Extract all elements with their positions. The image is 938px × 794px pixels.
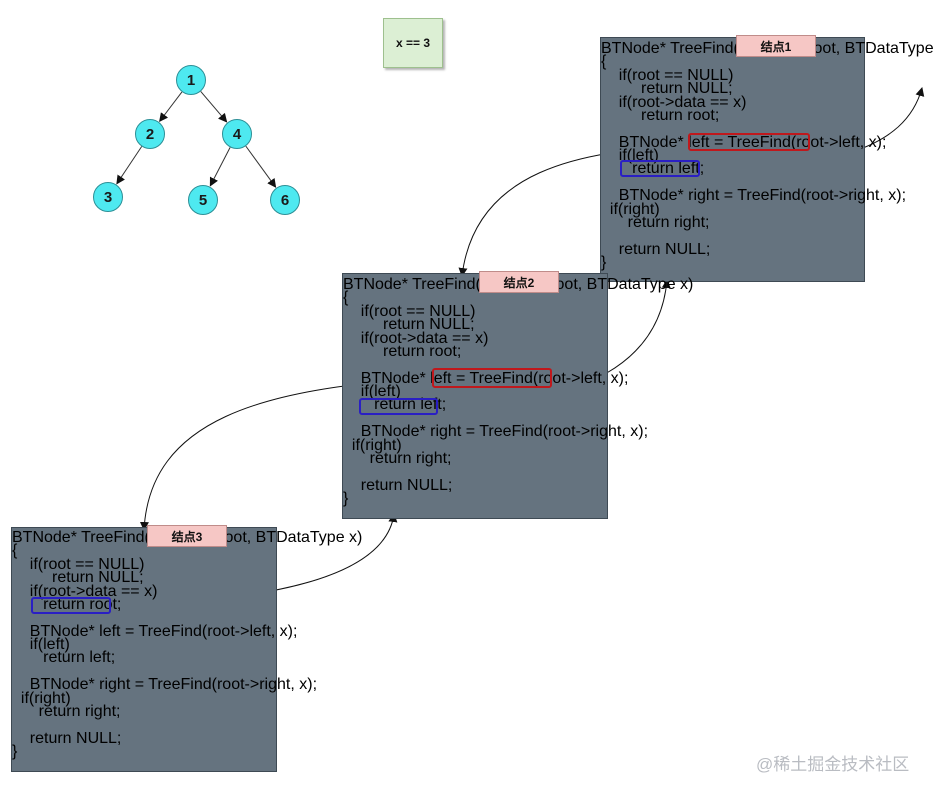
code-line: if(left): [601, 147, 659, 165]
code-line: return left;: [12, 649, 116, 667]
tree-edge-4-5: [209, 147, 231, 187]
code-line: if(left): [12, 636, 70, 654]
code-line: {: [343, 289, 349, 307]
code-line: return NULL;: [343, 476, 453, 494]
code-line: BTNode* right = TreeFind(root->right, x)…: [601, 187, 907, 205]
code-line: BTNode* left = TreeFind(root->left, x);: [12, 622, 298, 640]
tree-node-6: 6: [270, 185, 300, 215]
code-line: BTNode* left = TreeFind(root->left, x);: [601, 133, 887, 151]
condition-box: x == 3: [383, 18, 443, 68]
code-line: if(left): [343, 383, 401, 401]
tree-edge-4-6: [245, 145, 277, 188]
code-line: return NULL;: [12, 729, 122, 747]
frame-tag-3: 结点3: [147, 525, 227, 547]
frame-tag-1: 结点1: [736, 35, 816, 57]
code-line: if(root == NULL): [601, 66, 734, 84]
return-highlight-frame-2: [359, 398, 438, 415]
code-line: if(right): [12, 689, 71, 707]
code-line: BTNode* right = TreeFind(root->right, x)…: [12, 676, 318, 694]
watermark: @稀土掘金技术社区: [756, 755, 910, 774]
code-line: if(right): [601, 200, 660, 218]
code-line: return right;: [12, 702, 121, 720]
code-line: {: [12, 542, 18, 560]
return-highlight-frame-1: [620, 160, 700, 177]
tree-node-2: 2: [135, 119, 165, 149]
code-frame-2: [342, 273, 608, 519]
code-line: return NULL;: [12, 569, 144, 587]
code-line: return right;: [601, 213, 710, 231]
tree-edge-2-3: [116, 146, 143, 185]
code-line: if(root->data == x): [12, 582, 158, 600]
call-highlight-frame-2: [432, 368, 552, 388]
code-line: return root;: [12, 595, 122, 613]
code-line: return root;: [343, 342, 462, 360]
tree-edges: [116, 91, 277, 188]
code-line: if(root == NULL): [12, 555, 145, 573]
code-line: if(root == NULL): [343, 302, 476, 320]
code-line: return left;: [601, 160, 705, 178]
code-line: }: [601, 254, 607, 272]
code-line: return root;: [601, 106, 720, 124]
tree-edge-1-4: [200, 91, 228, 123]
code-line: {: [601, 53, 607, 71]
code-line: if(right): [343, 436, 402, 454]
code-frame-1: [600, 37, 865, 282]
code-line: BTNode* left = TreeFind(root->left, x);: [343, 369, 629, 387]
tree-node-4: 4: [222, 119, 252, 149]
code-line: }: [343, 490, 349, 508]
code-line: BTNode* right = TreeFind(root->right, x)…: [343, 423, 649, 441]
call-highlight-frame-1: [688, 133, 810, 151]
code-line: return NULL;: [601, 80, 733, 98]
frame-tag-2: 结点2: [479, 271, 559, 293]
code-line: return NULL;: [343, 316, 475, 334]
code-line: if(root->data == x): [343, 329, 489, 347]
code-line: return left;: [343, 396, 447, 414]
tree-node-5: 5: [188, 185, 218, 215]
code-line: return right;: [343, 449, 452, 467]
code-line: return NULL;: [601, 240, 711, 258]
tree-node-3: 3: [93, 182, 123, 212]
code-line: }: [12, 743, 18, 761]
tree-node-1: 1: [176, 65, 206, 95]
tree-edge-1-2: [159, 91, 183, 123]
code-frame-3: [11, 527, 277, 772]
return-highlight-frame-3: [31, 597, 111, 614]
code-line: if(root->data == x): [601, 93, 747, 111]
